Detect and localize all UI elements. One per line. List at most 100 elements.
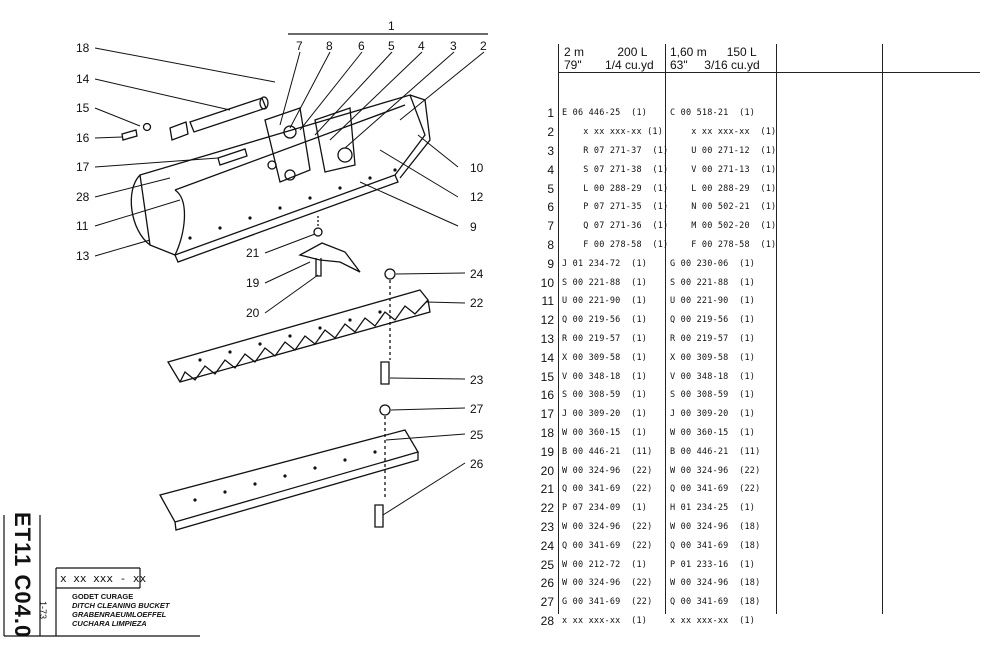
mounting-plate: [264, 107, 311, 183]
part-number-1-60m: M 00 502-20 (1): [670, 221, 777, 232]
col1-header-line1: 2 m 200 L: [564, 45, 648, 59]
col-divider: [665, 44, 666, 614]
title-en: DITCH CLEANING BUCKET: [72, 601, 170, 610]
pin-17: [217, 148, 248, 166]
item-number: 17: [540, 407, 554, 422]
item-number: 1: [547, 106, 554, 121]
part-number-2m: R 07 271-37 (1): [562, 145, 669, 156]
callout-27: 27: [470, 402, 484, 416]
callout-23: 23: [470, 373, 484, 387]
item-number: 13: [540, 331, 554, 346]
item-number: 3: [547, 143, 554, 158]
part-number-2m: F 00 278-58 (1): [562, 239, 669, 250]
item-number: 20: [540, 463, 554, 478]
table-row: 4 S 07 271-38 (1) V 00 271-13 (1): [520, 160, 980, 179]
part-number-2m: W 00 324-96 (22): [562, 465, 653, 476]
title-fr: GODET CURAGE: [72, 592, 134, 601]
item-number: 19: [540, 444, 554, 459]
part-number-2m: W 00 324-96 (22): [562, 521, 653, 532]
callout-10: 10: [470, 161, 484, 175]
item-number: 18: [540, 425, 554, 440]
part-number-1-60m: R 00 219-57 (1): [670, 333, 756, 344]
item-number: 27: [540, 595, 554, 610]
item-number: 15: [540, 369, 554, 384]
item-number: 11: [541, 294, 554, 309]
item-number: 10: [540, 275, 554, 290]
part-number-1-60m: Q 00 341-69 (22): [670, 484, 761, 495]
item-number: 9: [547, 256, 554, 271]
tooth-19: [298, 242, 361, 273]
item-number: 26: [540, 576, 554, 591]
part-number-2m: S 00 221-88 (1): [562, 277, 648, 288]
callout-25: 25: [470, 428, 484, 442]
nut-21: [313, 227, 323, 237]
callout-5: 5: [388, 39, 395, 53]
part-number-2m: W 00 360-15 (1): [562, 427, 648, 438]
part-number-2m: B 00 446-21 (11): [562, 446, 653, 457]
callout-17: 17: [76, 160, 90, 174]
item-number: 5: [547, 181, 554, 196]
callout-7: 7: [296, 39, 303, 53]
callout-2: 2: [480, 39, 487, 53]
table-row: 24 Q 00 341-69 (22) Q 00 341-69 (18): [520, 536, 980, 555]
part-number-1-60m: G 00 230-06 (1): [670, 258, 756, 269]
exploded-parts-drawing: 1 18 14 15 16 17 28 11 13 7 8 6 5 4 3 2 …: [76, 19, 488, 531]
part-number-1-60m: F 00 278-58 (1): [670, 239, 777, 250]
nut-15: [142, 122, 152, 132]
item-number: 22: [540, 501, 554, 516]
toothed-blade-22: [167, 289, 431, 383]
callout-3: 3: [450, 39, 457, 53]
bolt-16: [121, 129, 138, 141]
part-number-1-60m: Q 00 219-56 (1): [670, 315, 756, 326]
callout-14: 14: [76, 72, 90, 86]
part-number-2m: V 00 348-18 (1): [562, 371, 648, 382]
item-number: 24: [540, 538, 554, 553]
nut-24: [384, 268, 396, 280]
part-number-1-60m: U 00 271-12 (1): [670, 145, 777, 156]
item-number: 7: [547, 219, 554, 234]
part-number-1-60m: L 00 288-29 (1): [670, 183, 777, 194]
part-number-1-60m: Q 00 341-69 (18): [670, 540, 761, 551]
part-number-2m: W 00 324-96 (22): [562, 578, 653, 589]
col-divider: [558, 44, 559, 614]
col-divider: [882, 44, 883, 614]
part-number-2m: X 00 309-58 (1): [562, 352, 648, 363]
header-divider: [558, 72, 980, 73]
callout-8: 8: [326, 39, 333, 53]
part-number-1-60m: S 00 308-59 (1): [670, 390, 756, 401]
table-row: 7 Q 07 271-36 (1) M 00 502-20 (1): [520, 217, 980, 236]
callout-1: 1: [388, 19, 395, 33]
col1-header-line2: 79" 1/4 cu.yd: [564, 58, 654, 72]
part-number-2m: R 00 219-57 (1): [562, 333, 648, 344]
callout-18: 18: [76, 41, 90, 55]
item-number: 6: [547, 200, 554, 215]
table-row: 6 P 07 271-35 (1) N 00 502-21 (1): [520, 198, 980, 217]
part-number-2m: Q 00 341-69 (22): [562, 484, 653, 495]
part-number-2m: S 00 308-59 (1): [562, 390, 648, 401]
part-number-1-60m: V 00 271-13 (1): [670, 164, 777, 175]
item-number: 14: [540, 350, 554, 365]
item-number: 8: [547, 237, 554, 252]
part-number-1-60m: P 01 233-16 (1): [670, 559, 756, 570]
callout-19: 19: [246, 276, 260, 290]
callout-16: 16: [76, 131, 90, 145]
part-number-2m: Q 00 341-69 (22): [562, 540, 653, 551]
assembly-code: x xx xxx - xx: [60, 572, 147, 585]
col1-header: 2 m 200 L 79" 1/4 cu.yd: [564, 46, 654, 72]
part-number-2m: Q 00 219-56 (1): [562, 315, 648, 326]
part-number-1-60m: J 00 309-20 (1): [670, 409, 756, 420]
item-number: 28: [540, 613, 554, 628]
